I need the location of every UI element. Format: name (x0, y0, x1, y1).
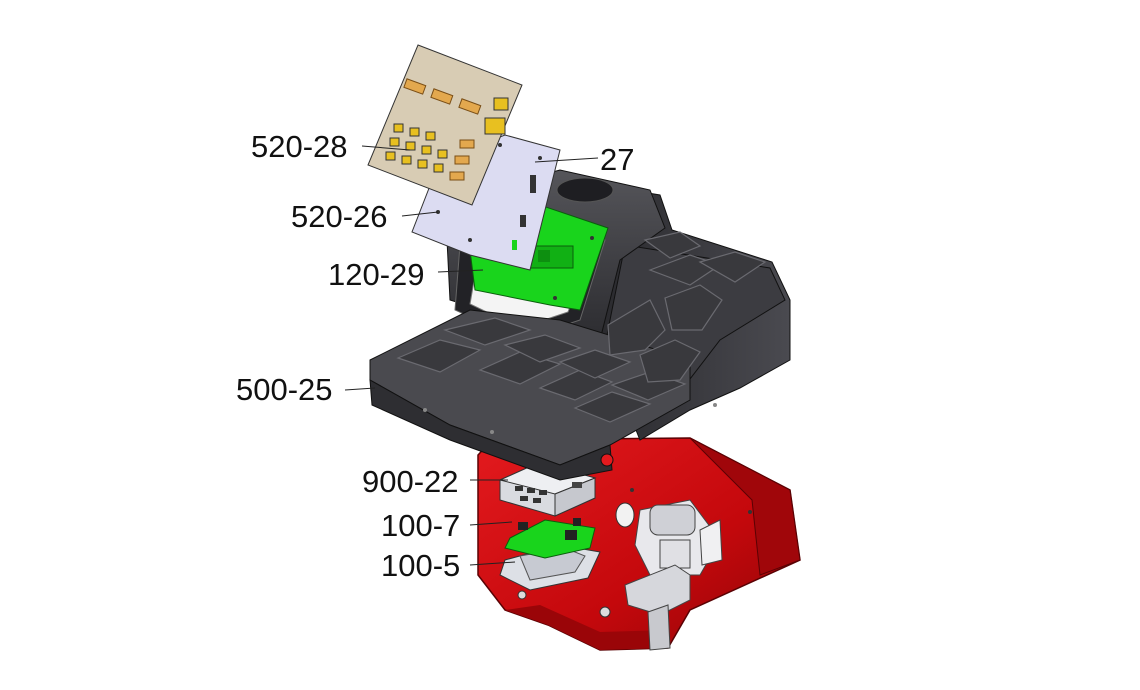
callout-labels: 520-28 27 520-26 120-29 500-25 900-22 10… (236, 129, 634, 583)
red-indicator (600, 453, 614, 467)
callout-27: 27 (600, 142, 634, 177)
housing-hole (615, 502, 635, 528)
callout-100-5: 100-5 (381, 548, 460, 583)
callout-520-26: 520-26 (291, 199, 388, 234)
leader-lines (344, 145, 599, 566)
pcb-100-7 (504, 518, 596, 559)
tray-cells (396, 231, 767, 423)
callout-900-22: 900-22 (362, 464, 459, 499)
cup-holder (556, 177, 614, 203)
mounting-bracket (624, 564, 691, 651)
callout-100-7: 100-7 (381, 508, 460, 543)
keypad-overlay-520-28 (367, 44, 523, 206)
motor-assembly (634, 499, 723, 576)
callout-120-29: 120-29 (328, 257, 425, 292)
callout-520-28: 520-28 (251, 129, 348, 164)
callout-500-25: 500-25 (236, 372, 333, 407)
